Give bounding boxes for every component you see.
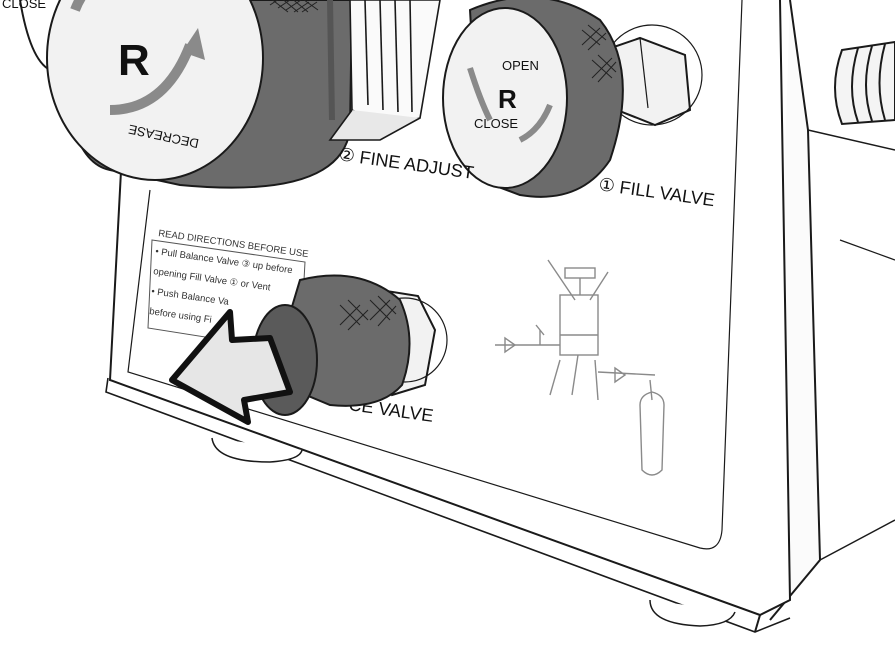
knurl-pattern-fill	[581, 24, 617, 83]
logo-mark-small: R	[498, 84, 517, 114]
decrease-knob[interactable]: R DECREASE CLOSE	[2, 0, 354, 189]
knurl-pattern-balance	[339, 295, 397, 331]
fine-adjust-stem	[328, 0, 441, 141]
close-label: CLOSE	[474, 116, 518, 131]
side-fitting	[834, 40, 895, 126]
knurl-pattern-top	[269, 0, 319, 13]
logo-mark: R	[118, 36, 150, 85]
close-label-top-left: CLOSE	[2, 0, 46, 11]
housing-feet	[211, 437, 736, 627]
svg-text:R: R	[118, 36, 150, 85]
open-label: OPEN	[502, 58, 539, 73]
pull-arrow-icon	[169, 309, 293, 425]
fill-valve-knob[interactable]: OPEN R CLOSE	[442, 0, 703, 198]
schematic-diagram	[495, 259, 665, 476]
